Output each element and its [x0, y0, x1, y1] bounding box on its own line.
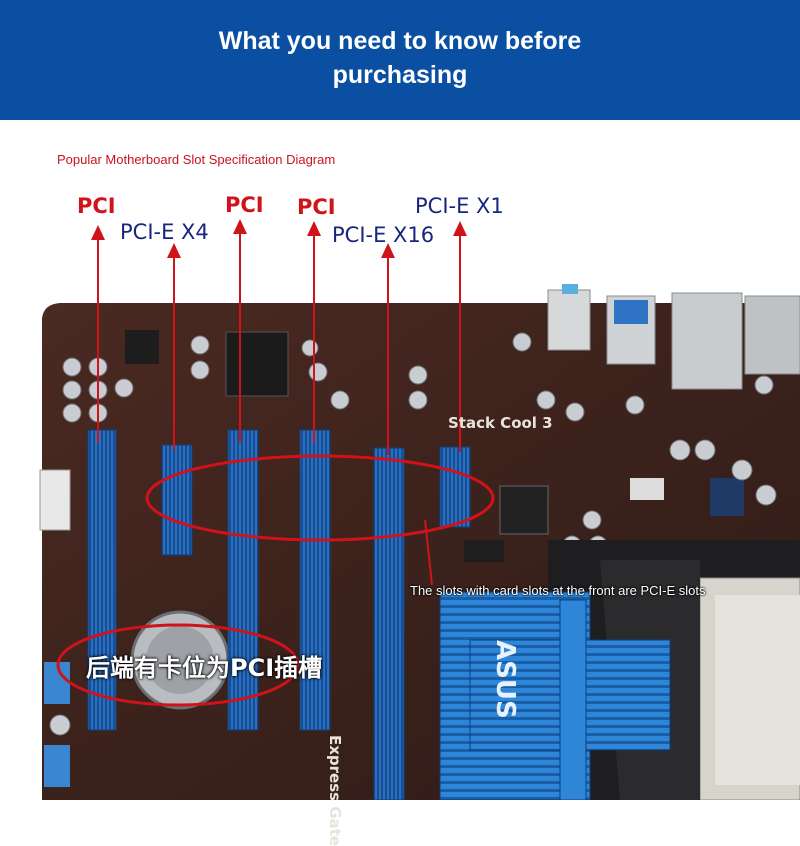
- expansion-slots: [87, 429, 471, 800]
- slot-arrows: [91, 219, 467, 455]
- label-pcie-x4: PCI-E X4: [120, 220, 209, 244]
- motherboard-photo: [39, 219, 800, 800]
- silkscreen-brand: ASUS: [490, 640, 520, 719]
- pci-slot-3: [299, 429, 331, 731]
- header-connector: [39, 469, 71, 531]
- title-banner: [0, 0, 800, 120]
- rear-io-ports: [547, 284, 800, 390]
- diagram-caption: Popular Motherboard Slot Specification D…: [57, 152, 336, 167]
- label-pcie-x16: PCI-E X16: [332, 223, 435, 247]
- note-front-slots: The slots with card slots at the front a…: [410, 583, 706, 598]
- label-pci-2: PCI: [225, 193, 264, 217]
- note-rear-slots: 后端有卡位为PCI插槽: [86, 654, 323, 682]
- banner-title-line2: purchasing: [332, 61, 468, 89]
- label-pci-1: PCI: [77, 194, 116, 218]
- silkscreen-express-gate: Express Gate: [326, 735, 344, 846]
- banner-title-line1: What you need to know before: [218, 27, 582, 55]
- pci-highlight-ellipse: [56, 623, 300, 707]
- banner-title: What you need to know before purchasing: [0, 24, 800, 92]
- pcie-highlight-ellipse: [145, 454, 495, 542]
- pci-slot-1: [87, 429, 117, 731]
- pcie-x16-slot: [373, 447, 405, 800]
- silkscreen-stack-cool: Stack Cool 3: [448, 414, 553, 432]
- board-chips: [125, 330, 744, 562]
- chipset-heatsink: [439, 591, 671, 800]
- pcie-x1-slot: [439, 446, 471, 528]
- pcie-x4-slot: [161, 444, 193, 556]
- label-pci-3: PCI: [297, 195, 336, 219]
- fan-header-left-2: [44, 745, 70, 787]
- note-pointer-arrow: [424, 519, 433, 586]
- pci-slot-2: [227, 429, 259, 731]
- label-pcie-x1: PCI-E X1: [415, 194, 504, 218]
